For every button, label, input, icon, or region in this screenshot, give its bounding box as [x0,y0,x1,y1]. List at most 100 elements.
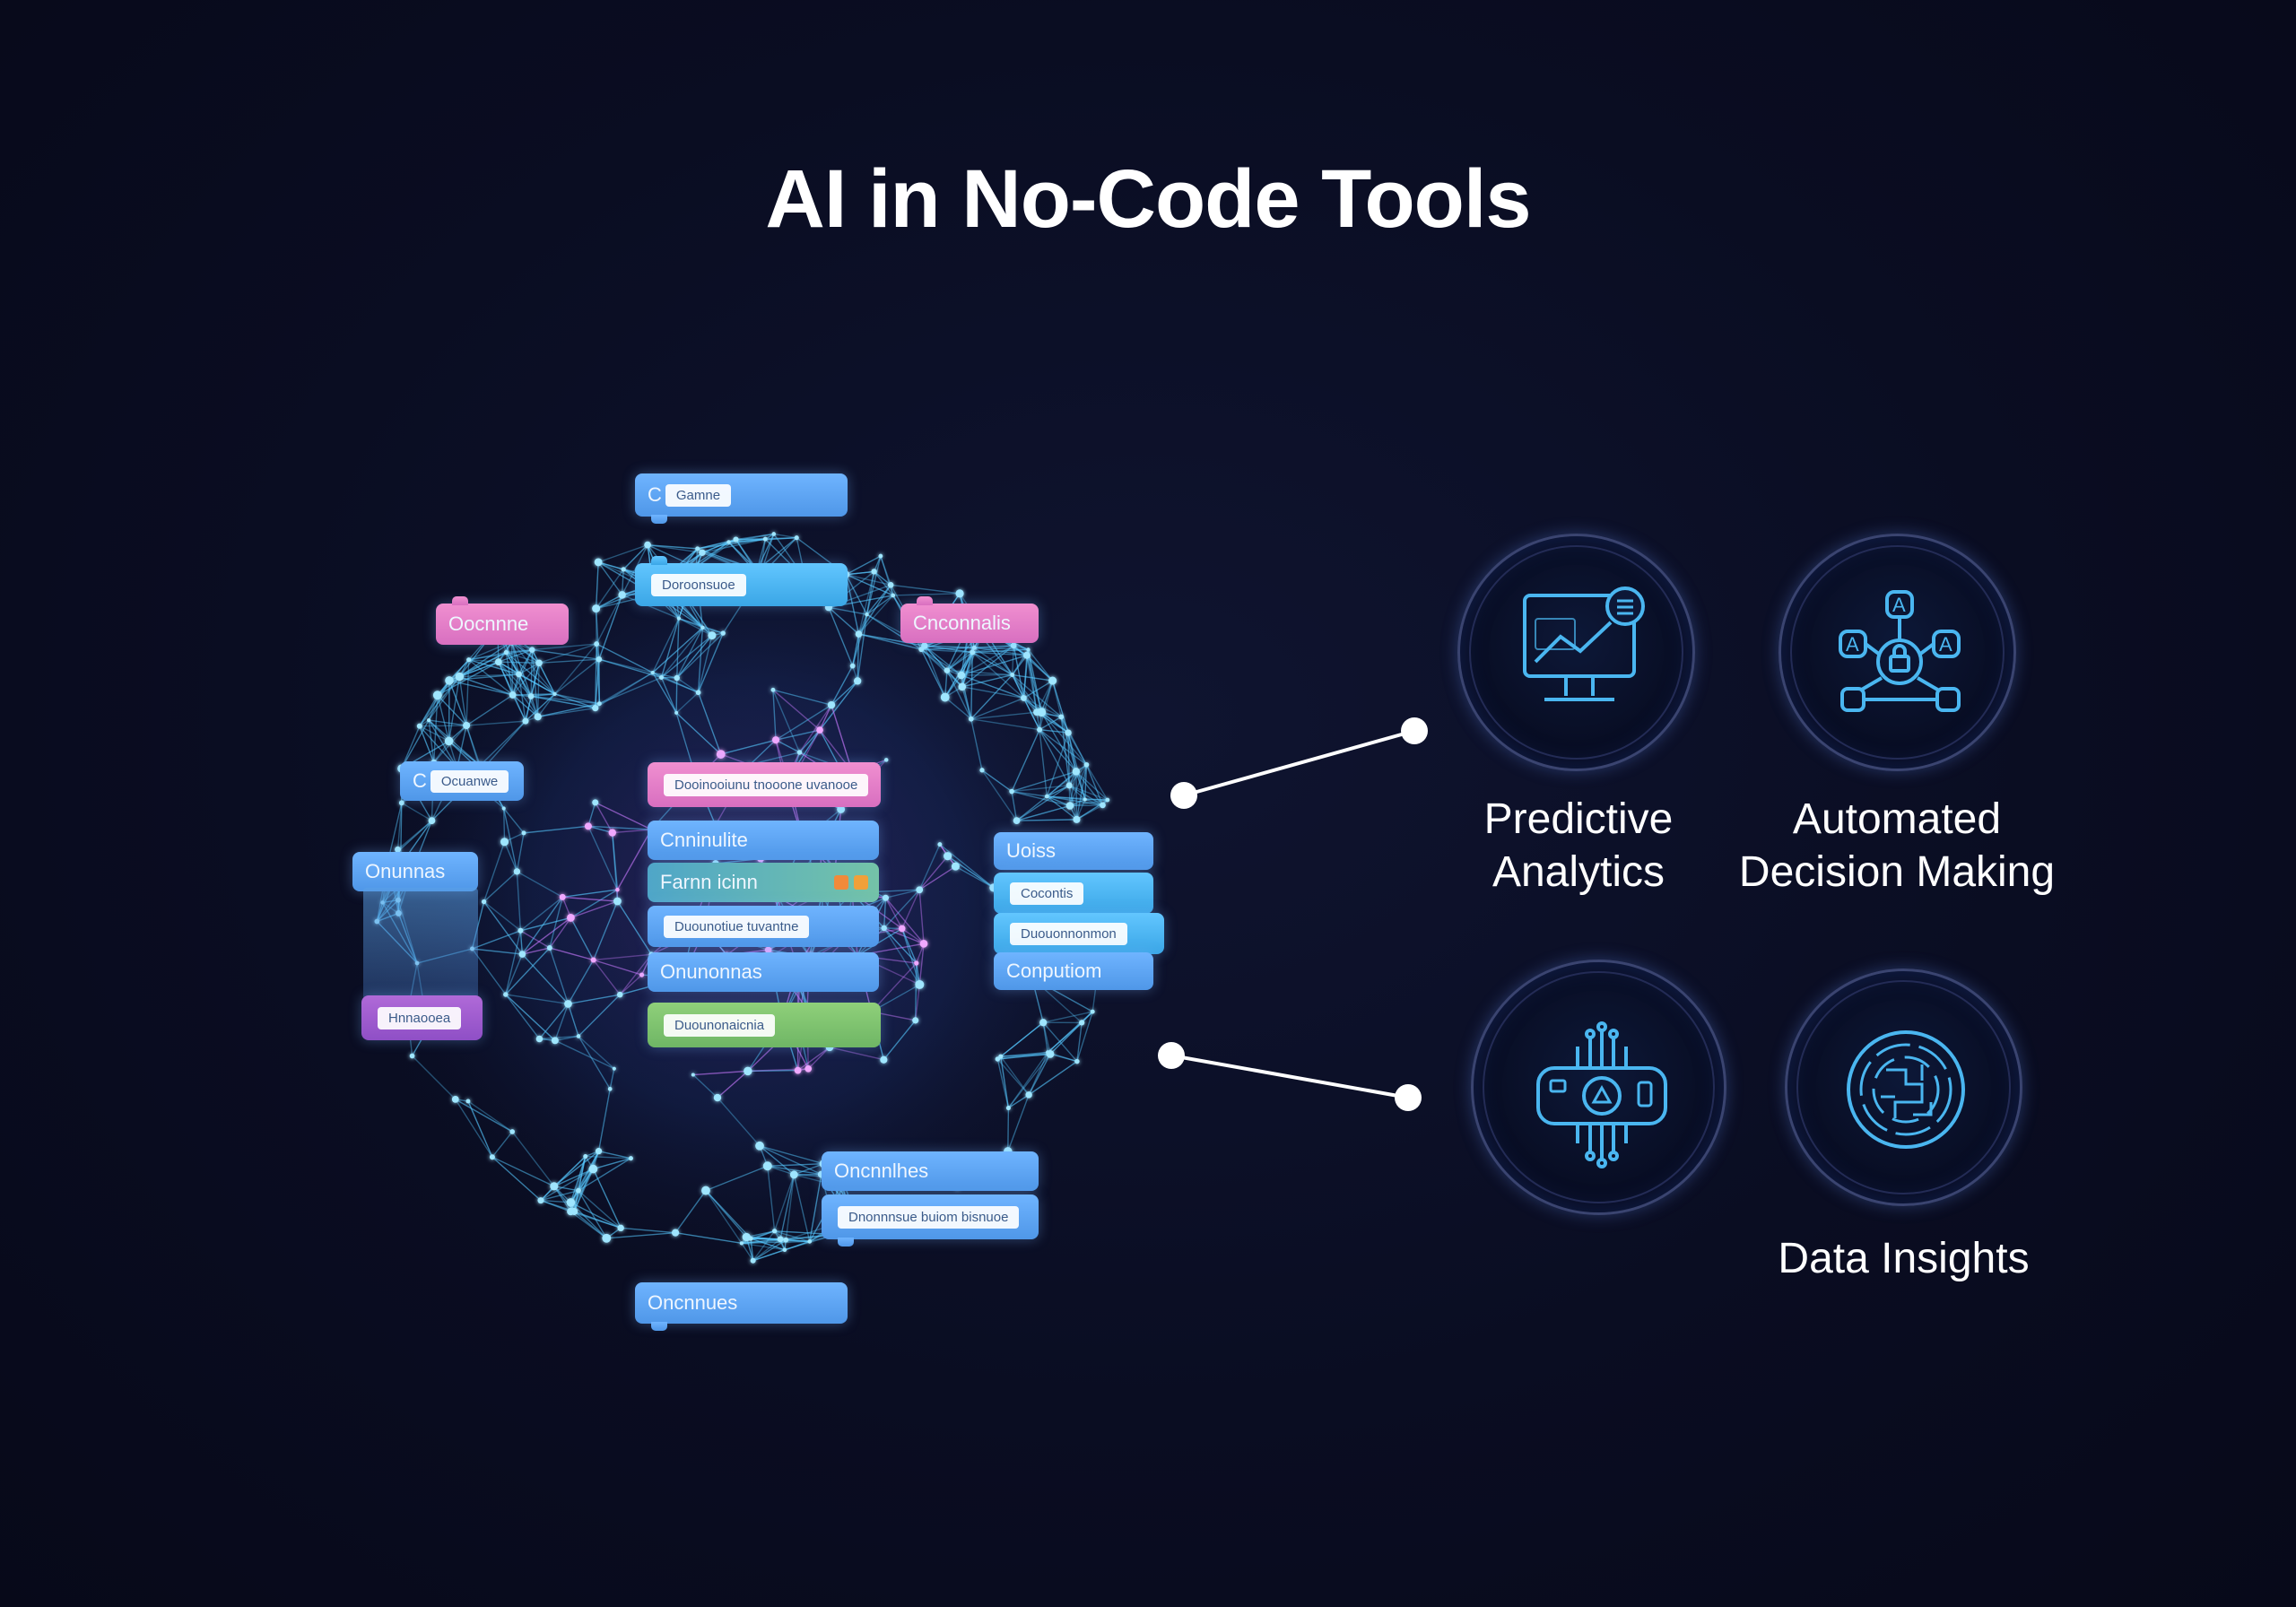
network-link [828,606,854,666]
network-link [961,645,1014,688]
network-link [946,647,975,672]
code-block: Dnonnnsue buiom bisnuoe [822,1194,1039,1247]
network-link [939,844,995,889]
network-link [512,649,533,696]
network-link [549,917,572,949]
connector-dot [1401,717,1428,744]
network-link [562,896,618,902]
network-link [592,1168,622,1229]
network-link [521,916,571,955]
network-node [794,535,799,541]
network-link [749,739,777,766]
network-link [981,769,1018,821]
network-node [537,1197,544,1204]
code-block: Duounonaicnia [648,1003,881,1047]
network-link [505,947,551,995]
network-link [829,1047,884,1061]
network-node [584,822,592,830]
network-link [831,680,858,706]
network-node [739,1241,744,1246]
network-node [432,691,442,700]
network-link [1040,680,1054,713]
network-node [695,690,701,696]
network-link [553,643,597,695]
network-link [797,1047,831,1072]
network-link [871,962,918,1012]
network-link [784,1240,810,1251]
network-node [891,593,896,598]
network-link [701,538,766,553]
network-link [521,896,563,955]
network-node [463,722,471,730]
network-node [855,630,863,638]
network-link [661,635,713,679]
network-node [566,1198,576,1207]
network-link [752,1238,781,1262]
network-node [613,897,622,906]
network-link [697,538,766,550]
decision-network-icon: A A A [1839,590,1961,712]
network-link [505,953,524,995]
network-link [676,618,680,678]
network-node [716,750,726,759]
network-node [1009,788,1014,795]
network-link [857,571,875,635]
code-block: Dooinooiunu tnooone uvanooe [648,762,881,807]
data-insights-chip-circle [1471,960,1726,1215]
network-link [1068,785,1086,801]
network-link [570,900,618,919]
network-node [518,951,526,958]
network-link [530,649,533,697]
network-link [767,1166,776,1231]
network-link [1027,649,1038,713]
network-node [594,558,603,567]
network-link [609,1068,615,1090]
network-link [702,627,724,634]
network-link [1085,764,1109,801]
code-block: Onunnas [352,852,478,891]
network-link [675,712,722,755]
network-link [1000,1056,1010,1108]
network-link [1007,1052,1048,1108]
network-node [503,649,509,656]
network-link [1047,1011,1093,1054]
network-link [970,711,1037,720]
network-node [517,927,524,934]
network-link [593,900,619,960]
network-link [674,1190,707,1234]
network-node [880,1055,888,1064]
network-node [865,612,869,617]
code-block: Uoiss [994,832,1153,870]
network-link [522,947,551,955]
network-link [553,1186,575,1212]
network-link [1039,716,1062,731]
network-link [846,573,891,586]
network-link [503,808,525,834]
network-node [1048,676,1057,685]
network-link [401,802,432,821]
feature-label-line: Data Insights [1778,1235,2030,1282]
network-node [777,1236,784,1243]
network-node [944,667,951,673]
network-link [455,1099,513,1133]
network-link [891,584,961,595]
network-link [1043,1011,1093,1023]
network-link [918,856,949,890]
network-link [1023,680,1053,699]
network-node [1065,729,1072,736]
network-node [804,1064,813,1073]
network-link [498,661,539,717]
code-block: Cnconnalis [900,596,1039,643]
network-link [883,889,920,929]
network-link [676,627,704,679]
connector-dot [1158,1042,1185,1069]
network-link [924,645,962,676]
chip-circuit-icon [1536,1021,1667,1168]
network-link [606,1231,676,1239]
network-link [920,648,963,688]
network-link [858,633,922,650]
network-link [971,651,1013,676]
code-block: Duounotiue tuvantne [648,906,879,947]
network-link [819,704,832,731]
network-link [568,994,621,1005]
